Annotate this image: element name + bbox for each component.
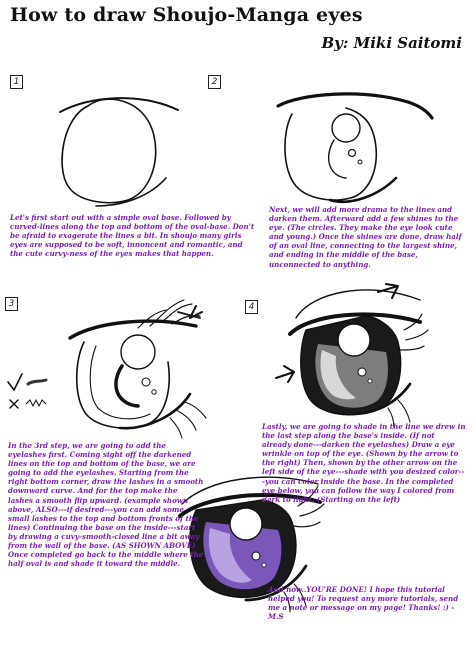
completed-eye-illustration: [178, 476, 325, 613]
step-4-caption: Lastly, we are going to shade in the lin…: [262, 422, 466, 504]
lash-dos-and-donts-marks: [7, 373, 48, 409]
step-1-eye-sketch: [59, 97, 179, 207]
step-3-number-box: 3: [5, 297, 18, 311]
step-4-number-box: 4: [245, 300, 258, 314]
page-title: How to draw Shoujo-Manga eyes: [10, 4, 363, 26]
step-1-number-box: 1: [10, 75, 23, 89]
step-2-caption: Next, we will add more drama to the line…: [269, 205, 462, 269]
closing-message: And now..YOU'RE DONE! I hope this tutori…: [268, 585, 459, 622]
step-3-eye-sketch: [68, 299, 207, 439]
step-3-caption: In the 3rd step, we are going to add the…: [8, 441, 204, 569]
author-byline: By: Miki Saitomi: [321, 34, 462, 52]
step-4-eye-sketch: [275, 283, 429, 429]
step-2-number-box: 2: [208, 75, 221, 89]
step-2-eye-sketch: [276, 92, 434, 204]
step-1-caption: Let's first start out with a simple oval…: [10, 213, 255, 259]
